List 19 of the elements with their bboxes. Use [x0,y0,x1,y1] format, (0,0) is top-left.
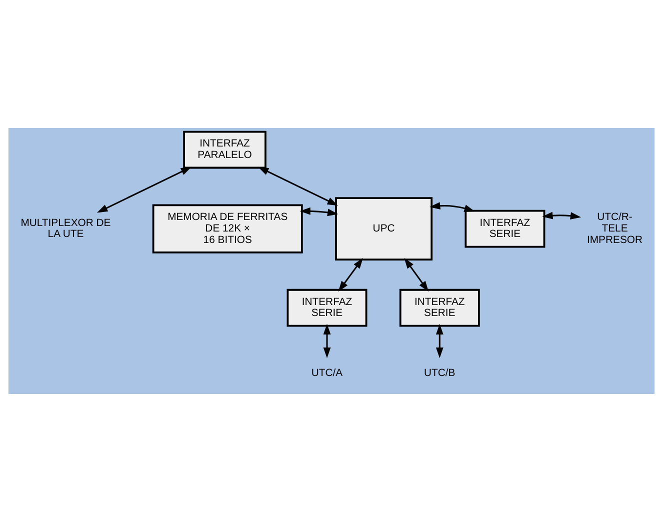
node-box: UPC [335,196,433,260]
arrow [542,211,582,219]
arrow [300,206,338,216]
arrow [258,166,338,206]
node-text: UTC/B [424,367,456,378]
arrow [96,166,192,212]
node-box: INTERFAZ SERIE [399,288,480,326]
node-text: UTC/A [311,367,343,378]
node-box: MEMORIA DE FERRITAS DE 12K × 16 BITIOS [152,204,303,253]
arrow [404,257,429,292]
arrow [338,257,364,292]
node-box: INTERFAZ SERIE [464,209,546,248]
arrow [430,202,475,212]
arrow [436,323,444,358]
node-box: INTERFAZ PARALELO [183,130,266,168]
node-text: MULTIPLEXOR DE LA UTE [20,217,111,240]
arrow [323,323,331,358]
node-text: UTC/R- TELE IMPRESOR [587,212,643,246]
node-box: INTERFAZ SERIE [286,288,368,326]
